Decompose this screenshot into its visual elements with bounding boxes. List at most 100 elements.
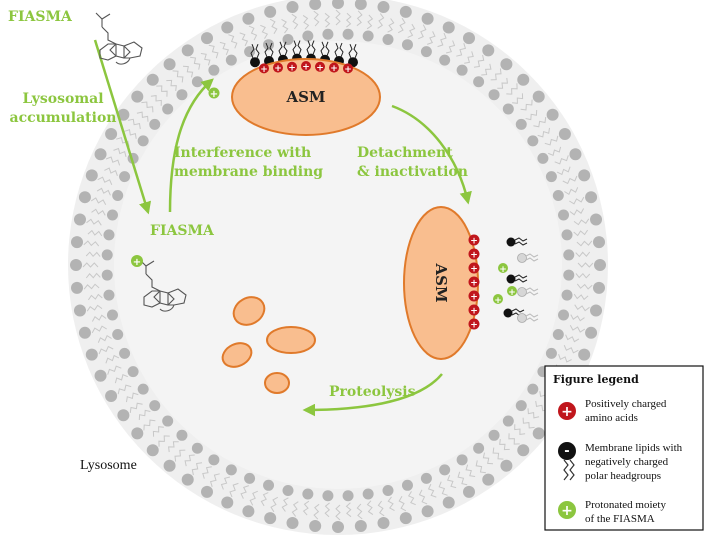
lipid-head — [552, 328, 564, 340]
lipid-tail — [85, 272, 101, 279]
lipid-tail — [200, 53, 211, 66]
plus-sign: + — [470, 265, 478, 275]
lipid-tail — [306, 40, 311, 55]
lipid-tail — [220, 476, 231, 490]
lipid-head — [456, 64, 468, 76]
lipid-head — [101, 269, 113, 281]
lipid-tail — [514, 278, 528, 283]
lipid-tail — [156, 85, 168, 97]
lipid-tail — [91, 325, 107, 334]
fiasma-protonated-charges: + + + + + — [131, 87, 517, 306]
red-plus-icon — [468, 248, 480, 260]
lipid-head — [537, 152, 549, 164]
lipid-tail — [573, 218, 590, 226]
red-plus-icon — [468, 304, 480, 316]
lipid-tail — [191, 462, 203, 476]
lipid-tail — [562, 175, 578, 185]
lipid-head — [73, 304, 86, 317]
plus-sign: + — [470, 279, 478, 289]
lipid-head — [149, 118, 161, 130]
lipid-tail — [427, 483, 437, 498]
lipid-tail — [356, 503, 363, 520]
lipid-head — [263, 479, 275, 491]
lipid-tail — [270, 496, 279, 513]
lipid-tail — [574, 304, 590, 312]
plus-sign: + — [470, 293, 478, 303]
lipid-tail — [278, 41, 283, 56]
lipid-tail — [250, 44, 255, 59]
lipid-head — [332, 521, 344, 533]
lipid-tail — [209, 473, 220, 487]
lipid-tail — [255, 44, 260, 59]
lipid-head-negative — [506, 237, 516, 247]
lipid-head — [517, 313, 527, 323]
lipid-head — [163, 459, 176, 472]
lipid-tail — [240, 485, 249, 499]
lipid-tail — [533, 117, 547, 128]
lipid-head — [399, 512, 412, 525]
lipid-tail — [387, 18, 395, 33]
lipid-head — [106, 309, 118, 321]
lipid-head — [342, 28, 354, 40]
lipid-tail — [124, 129, 137, 139]
detachment-label-line1: Detachment — [357, 145, 453, 161]
lipid-tail — [113, 147, 127, 158]
lipid-tail — [136, 111, 149, 122]
red-plus-icon — [468, 290, 480, 302]
lipid-tail — [138, 409, 151, 421]
lipid-tail — [492, 447, 504, 460]
lipid-head — [242, 12, 255, 25]
lipid-head — [149, 400, 161, 412]
lipid-head — [517, 287, 527, 297]
lipid-head — [420, 472, 432, 484]
lipid-tail — [525, 291, 539, 296]
lipid-head — [85, 169, 98, 182]
lipid-head — [442, 496, 455, 509]
asm-bound-label: ASM — [285, 88, 325, 106]
lysosomal-accumulation-label-line2: accumulation — [10, 110, 117, 126]
lipid-head — [70, 281, 83, 294]
red-plus-icon — [558, 402, 576, 420]
lipid-head — [309, 0, 322, 10]
lipid-tail — [427, 31, 436, 45]
red-plus-icon — [343, 63, 353, 74]
lipid-head — [401, 39, 413, 51]
lipid-tail — [116, 136, 130, 147]
lipid-tail — [481, 63, 492, 76]
green-plus-icon — [498, 263, 508, 273]
lipid-tail — [445, 40, 456, 54]
lipid-tail — [219, 41, 229, 55]
lipid-head — [286, 0, 299, 13]
svg-text:+: + — [561, 503, 573, 519]
green-plus-icon — [131, 255, 143, 267]
lipid-tail — [168, 441, 179, 453]
plus-sign: + — [344, 65, 352, 75]
lipid-head — [420, 46, 432, 58]
lipid-tail — [324, 502, 331, 518]
lipid-head — [286, 517, 299, 530]
lipid-head — [421, 12, 434, 25]
lipid-tail — [335, 9, 341, 26]
interference-label-line2: membrane binding — [174, 164, 323, 180]
lipid-head — [362, 30, 374, 42]
lipid-tail — [325, 41, 330, 56]
lipid-tail — [520, 99, 533, 111]
lipid-head — [101, 249, 113, 261]
lipid-head — [225, 54, 237, 66]
green-plus-icon — [493, 294, 503, 304]
lipid-tail — [465, 464, 476, 477]
lysosomal-accumulation-label-line1: Lysosomal — [22, 91, 103, 107]
lysosomal-accumulation-arrow — [93, 39, 152, 215]
lipid-head-negative — [506, 274, 516, 284]
lipid-head — [163, 58, 176, 71]
lipid-tail — [182, 65, 194, 78]
lipid-tail — [190, 56, 201, 70]
lipid-tail — [457, 471, 468, 486]
lipid-head — [546, 108, 559, 121]
legend-title: Figure legend — [553, 373, 639, 386]
lipid-tail — [184, 454, 195, 467]
lipid-tail — [292, 40, 297, 55]
lipid-tail — [456, 43, 467, 57]
lipid-tail — [320, 41, 325, 56]
lipid-tail — [475, 460, 486, 474]
